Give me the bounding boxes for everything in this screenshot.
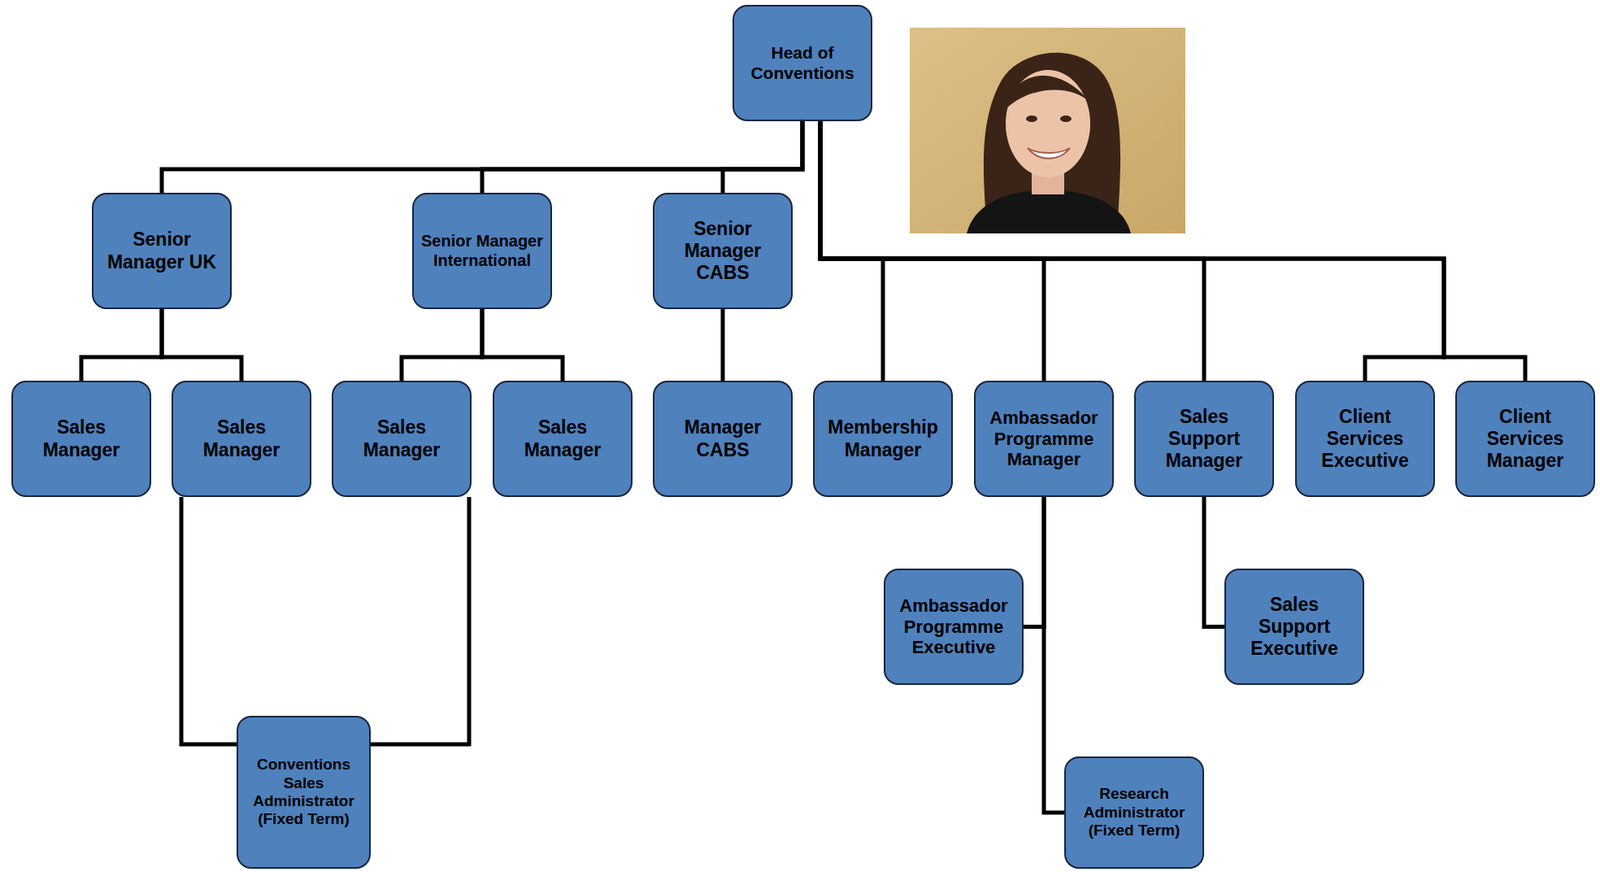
org-box: Client Services Executive bbox=[1295, 380, 1435, 497]
org-connector bbox=[81, 308, 162, 381]
org-connector bbox=[1043, 496, 1065, 813]
org-connector bbox=[820, 121, 883, 381]
org-box: Manager CABS bbox=[652, 380, 793, 497]
org-connector bbox=[1204, 496, 1225, 627]
box-text: Client Services Manager bbox=[1463, 405, 1587, 472]
org-box: Sales Manager bbox=[492, 380, 633, 497]
org-box: Sales Manager bbox=[11, 380, 152, 497]
org-connector bbox=[482, 121, 803, 193]
box-text: Conventions Sales Administrator (Fixed T… bbox=[244, 755, 363, 829]
org-connector bbox=[1023, 496, 1044, 627]
box-text: Senior Manager UK bbox=[100, 228, 224, 273]
box-text: Manager CABS bbox=[660, 416, 785, 461]
portrait-photo bbox=[909, 27, 1186, 234]
box-text: Sales Manager bbox=[179, 416, 304, 461]
box-text: Research Administrator (Fixed Term) bbox=[1072, 784, 1196, 840]
org-connector bbox=[482, 308, 563, 381]
org-box: Senior Manager International bbox=[412, 192, 553, 309]
org-box: Sales Support Executive bbox=[1224, 568, 1365, 685]
org-box: Conventions Sales Administrator (Fixed T… bbox=[236, 715, 371, 869]
org-box: Senior Manager CABS bbox=[652, 192, 793, 309]
box-text: Sales Manager bbox=[500, 416, 625, 461]
org-box: Research Administrator (Fixed Term) bbox=[1064, 756, 1205, 869]
box-text: Sales Support Manager bbox=[1142, 405, 1266, 472]
box-text: Senior Manager International bbox=[420, 231, 544, 270]
box-text: Head of Conventions bbox=[740, 43, 865, 84]
org-connector bbox=[721, 308, 726, 381]
org-connector bbox=[370, 496, 470, 744]
org-connector bbox=[161, 121, 803, 193]
box-text: Sales Support Executive bbox=[1232, 593, 1357, 660]
box-text: Client Services Executive bbox=[1303, 405, 1427, 472]
org-box: Ambassador Programme Executive bbox=[883, 568, 1024, 685]
box-text: Sales Manager bbox=[19, 416, 144, 461]
org-connector bbox=[401, 308, 483, 381]
box-text: Ambassador Programme Manager bbox=[982, 407, 1106, 471]
org-box: Sales Manager bbox=[331, 380, 472, 497]
org-connector bbox=[722, 121, 803, 193]
org-box: Sales Support Manager bbox=[1134, 380, 1274, 497]
org-connector bbox=[161, 308, 242, 381]
org-box: Ambassador Programme Manager bbox=[973, 380, 1114, 497]
org-box: Head of Conventions bbox=[732, 4, 873, 122]
box-text: Sales Manager bbox=[339, 416, 464, 461]
box-text: Membership Manager bbox=[821, 416, 945, 461]
box-text: Senior Manager CABS bbox=[660, 217, 785, 284]
org-box: Sales Manager bbox=[171, 380, 312, 497]
org-connector bbox=[181, 496, 237, 744]
org-box: Membership Manager bbox=[813, 380, 953, 497]
org-box: Client Services Manager bbox=[1455, 380, 1596, 497]
box-text: Ambassador Programme Executive bbox=[891, 595, 1016, 659]
org-box: Senior Manager UK bbox=[91, 192, 232, 309]
